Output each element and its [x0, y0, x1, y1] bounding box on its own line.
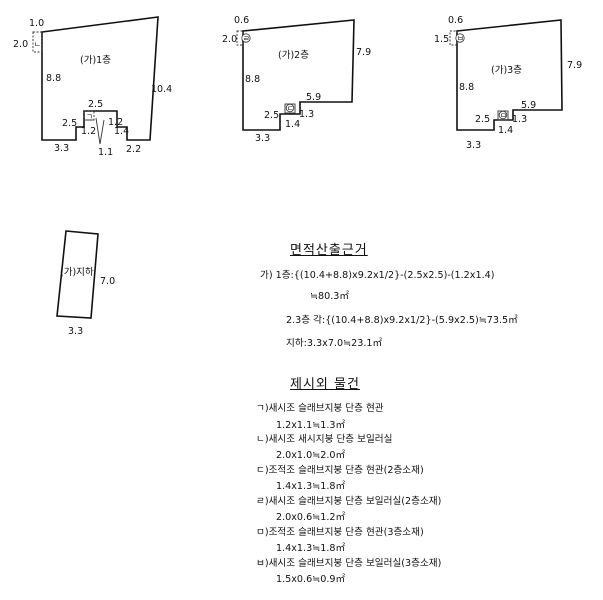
floor1-boiler-annex: [32, 31, 43, 53]
floor3-sym-boiler: ㅂ: [457, 34, 464, 43]
floor3-outline: [456, 19, 563, 131]
floor1-sym-entrance: ㄱ: [86, 112, 93, 121]
floor1-sym-boiler: ㄴ: [34, 40, 41, 49]
excluded-item-desc: ㄱ)새시조 슬래브지붕 단층 현관: [256, 403, 384, 414]
excluded-item-area: 1.4x1.3≒1.8㎡: [276, 543, 346, 554]
calc-line-floor23: 2.3층 각:{(10.4+8.8)x9.2x1/2}-(5.9x2.5)≒73…: [286, 315, 518, 326]
floor3-dim-notch-left: 2.5: [475, 114, 490, 125]
floor3-dim-left: 1.5: [434, 34, 449, 45]
floor1-dim-notch-left: 2.5: [62, 118, 77, 129]
floor1-dim-ent-h: 1.1: [98, 147, 113, 158]
floor2-dim-leftwall: 8.8: [245, 74, 260, 85]
calc-line-basement: 지하:3.3x7.0≒23.1㎡: [286, 338, 383, 349]
floor3-dim-ent-r: 1.3: [512, 114, 527, 125]
excluded-item-desc: ㄹ)새시조 슬래브지붕 단층 보일러실(2층소재): [256, 496, 442, 507]
floor1-plan: (가)1층 1.0 2.0 ㄴ 8.8 10.4 2.5 2.5 ㄱ 1.2 1…: [13, 16, 172, 158]
calc-line-floor1: 가) 1층:{(10.4+8.8)x9.2x1/2}-(2.5x2.5)-(1.…: [260, 270, 495, 281]
floor3-dim-right: 7.9: [567, 60, 582, 71]
excluded-item-area: 1.2x1.1≒1.3㎡: [276, 420, 346, 431]
basement-name: (가)지하: [60, 266, 94, 278]
floor1-dim-right: 10.4: [151, 84, 172, 95]
basement-plan: (가)지하 7.0 3.3: [56, 230, 115, 337]
floor2-dim-ent-b: 1.4: [285, 119, 300, 130]
floor3-dim-top: 0.6: [448, 15, 463, 26]
basement-outline: [56, 230, 99, 319]
excluded-item-desc: ㄴ)새시조 새시지붕 단층 보일러실: [256, 434, 393, 445]
floor3-dim-ent-b: 1.4: [498, 125, 513, 136]
excluded-item-area: 1.4x1.3≒1.8㎡: [276, 481, 346, 492]
floor2-sym-boiler: ㄹ: [243, 34, 250, 43]
floor2-sym-entrance: ㄷ: [287, 104, 294, 113]
floor3-dim-leftwall: 8.8: [459, 82, 474, 93]
floor1-dim-ent-w: 1.2: [81, 126, 96, 137]
floor2-boiler-annex: [236, 30, 244, 46]
excluded-item-area: 2.0x0.6≒1.2㎡: [276, 512, 346, 523]
floor1-name: (가)1층: [80, 55, 111, 66]
excluded-item-desc: ㅁ)조적조 슬래브지붕 단층 현관(3층소재): [256, 527, 424, 538]
basement-dim-right: 7.0: [100, 276, 115, 287]
floor3-entrance-marker: [498, 110, 508, 120]
floor3-sym-entrance: ㅁ: [500, 111, 507, 120]
floor1-dim-leftwall: 8.8: [46, 73, 61, 84]
floor3-dim-bottom: 3.3: [466, 140, 481, 151]
floor2-dim-top: 0.6: [234, 15, 249, 26]
floor2-dim-notch-left: 2.5: [264, 110, 279, 121]
floor2-dim-right: 7.9: [356, 47, 371, 58]
floor2-dim-left: 2.0: [222, 34, 237, 45]
floor2-boiler-marker: [241, 33, 251, 43]
excluded-item-desc: ㅂ)새시조 슬래브지붕 단층 보일러실(3층소재): [256, 558, 442, 569]
floor1-entrance-arrow: [95, 117, 105, 145]
floor1-dim-notch-top: 2.5: [88, 99, 103, 110]
floor2-name: (가)2층: [278, 50, 309, 61]
floor2-plan: ㄹ ㄷ (가)2층 0.6 2.0 8.8 7.9 5.9 2.5 1.3 1.…: [222, 15, 371, 144]
floor1-dim-left: 2.0: [13, 39, 28, 50]
excluded-item-area: 1.5x0.6≒0.9㎡: [276, 574, 346, 585]
floor1-dim-step: 1.4: [114, 126, 129, 137]
floor3-name: (가)3층: [491, 65, 522, 76]
floor2-dim-ent-r: 1.3: [299, 109, 314, 120]
floor1-entrance-annex: [83, 110, 95, 121]
floor1-dim-bottom-right: 2.2: [126, 144, 141, 155]
floor2-dim-notch-top: 5.9: [306, 92, 321, 103]
floor3-dim-notch-top: 5.9: [521, 100, 536, 111]
excluded-heading: 제시외 물건: [290, 377, 360, 392]
excluded-item-area: 2.0x1.0≒2.0㎡: [276, 450, 346, 461]
floor2-outline: [242, 19, 355, 131]
floor1-dim-notch-right: 1.2: [108, 117, 123, 128]
calc-line-floor1-result: ≒80.3㎡: [310, 291, 350, 302]
floor1-dim-bottom-left: 3.3: [54, 143, 69, 154]
floor3-plan: ㅂ ㅁ (가)3층 0.6 1.5 8.8 7.9 5.9 2.5 1.3 1.…: [434, 15, 582, 151]
basement-dim-bottom: 3.3: [68, 326, 83, 337]
excluded-item-desc: ㄷ)조적조 슬래브지붕 단층 현관(2층소재): [256, 465, 424, 476]
floor3-boiler-marker: [455, 33, 465, 43]
calc-heading: 면적산출근거: [290, 243, 368, 258]
floor2-entrance-marker: [285, 103, 295, 113]
floor1-dim-top: 1.0: [29, 18, 44, 29]
floor2-dim-bottom: 3.3: [255, 133, 270, 144]
floor1-outline: [41, 16, 159, 141]
